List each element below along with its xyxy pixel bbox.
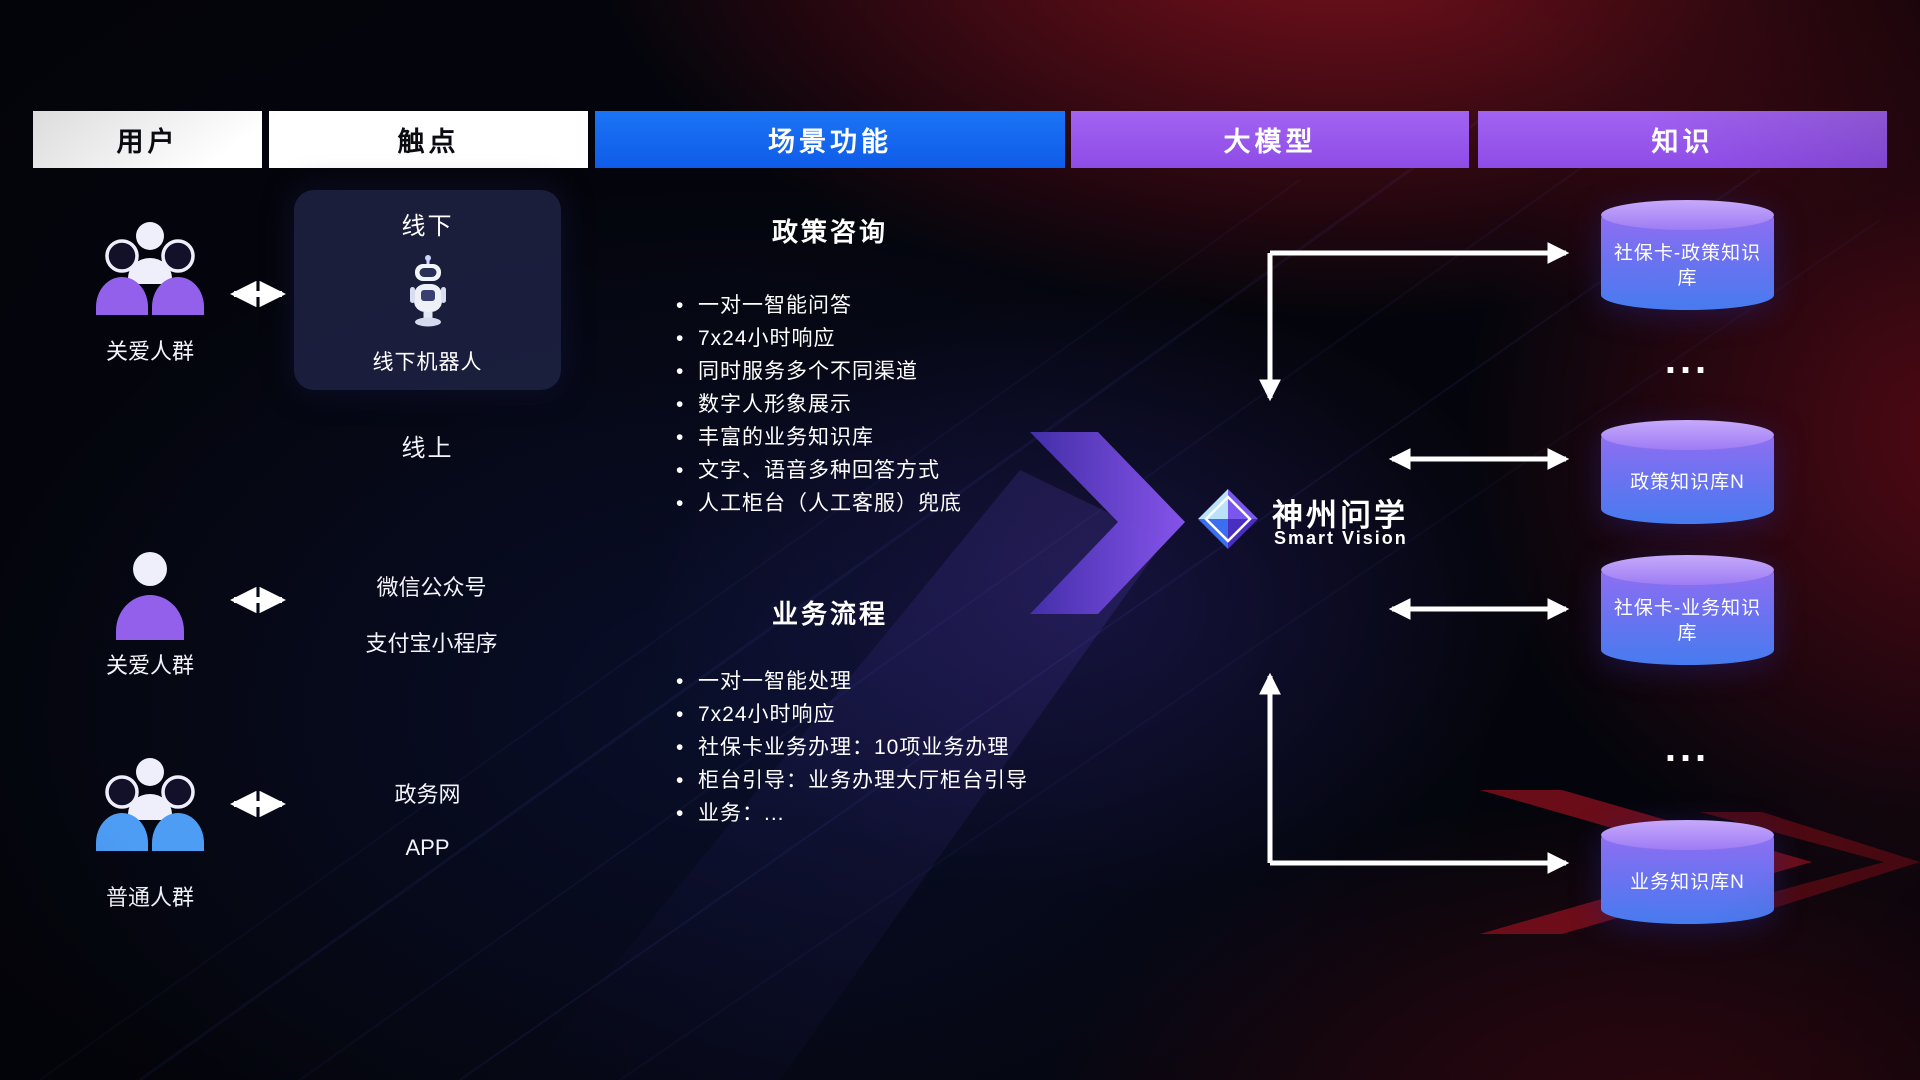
bullet-icon: • — [676, 492, 685, 515]
ellipsis-more-databases: ... — [1664, 338, 1711, 382]
header-label: 场景功能 — [768, 127, 892, 157]
list-item-text: 柜台引导：业务办理大厅柜台引导 — [698, 769, 1028, 792]
channel-app: APP — [405, 835, 450, 860]
bullet-icon: • — [676, 703, 685, 726]
bullet-icon: • — [676, 802, 685, 825]
list-item: • 社保卡业务办理：10项业务办理 — [676, 731, 1028, 764]
model-name: 神州问学 — [1272, 498, 1408, 533]
robot-icon — [407, 254, 449, 333]
channel-wechat: 微信公众号 — [376, 575, 487, 600]
user-group-label: 关爱人群 — [105, 339, 194, 364]
header-cell-touchpoints: 触点 — [269, 111, 588, 168]
database-social-policy: 社保卡-政策知识库 — [1601, 200, 1774, 310]
list-item-text: 7x24小时响应 — [698, 327, 836, 350]
header-label: 知识 — [1651, 127, 1714, 157]
list-item-text: 社保卡业务办理：10项业务办理 — [698, 736, 1010, 759]
database-business-n: 业务知识库N — [1601, 820, 1774, 924]
group-people-blue-icon — [88, 752, 212, 861]
database-cylinder-top — [1601, 820, 1774, 850]
list-item: • 丰富的业务知识库 — [676, 421, 962, 454]
bullet-icon: • — [676, 459, 685, 482]
list-item-text: 一对一智能处理 — [698, 670, 852, 693]
model-subtitle: Smart Vision — [1274, 528, 1408, 548]
header-cell-users: 用户 — [33, 111, 262, 168]
database-policy-n: 政策知识库N — [1601, 420, 1774, 524]
list-item: • 一对一智能问答 — [676, 289, 962, 322]
channel-alipay: 支付宝小程序 — [365, 631, 498, 656]
database-label: 社保卡-业务知识库 — [1613, 597, 1762, 644]
list-item: • 7x24小时响应 — [676, 322, 962, 355]
header-cell-knowledge: 知识 — [1478, 111, 1887, 168]
list-item-text: 数字人形象展示 — [698, 393, 852, 416]
smart-vision-logo-icon — [1196, 487, 1260, 556]
database-cylinder-top — [1601, 200, 1774, 230]
offline-touchpoint-card: 线下 线下机器人 — [294, 190, 561, 390]
bullet-icon: • — [676, 294, 685, 317]
list-item-text: 一对一智能问答 — [698, 294, 852, 317]
group-people-purple-icon — [88, 216, 212, 325]
offline-title: 线下 — [401, 213, 454, 240]
header-cell-scenarios: 场景功能 — [595, 111, 1065, 168]
list-item: • 文字、语音多种回答方式 — [676, 454, 962, 487]
header-cell-llm: 大模型 — [1071, 111, 1469, 168]
list-item: • 同时服务多个不同渠道 — [676, 355, 962, 388]
list-item: • 柜台引导：业务办理大厅柜台引导 — [676, 764, 1028, 797]
flow-arrow-purple — [1030, 432, 1185, 614]
scenario-title-business: 业务流程 — [771, 599, 888, 629]
offline-robot-label: 线下机器人 — [372, 351, 483, 374]
list-item: • 7x24小时响应 — [676, 698, 1028, 731]
database-cylinder-top — [1601, 420, 1774, 450]
bullet-icon: • — [676, 736, 685, 759]
bullet-icon: • — [676, 393, 685, 416]
header-label: 大模型 — [1223, 127, 1317, 157]
list-item-text: 同时服务多个不同渠道 — [698, 360, 918, 383]
bullet-icon: • — [676, 670, 685, 693]
database-label: 业务知识库N — [1630, 872, 1745, 894]
database-label: 社保卡-政策知识库 — [1613, 242, 1762, 289]
single-person-purple-icon — [110, 546, 190, 645]
online-title: 线上 — [401, 435, 454, 462]
list-item: • 业务：... — [676, 797, 1028, 830]
bullet-icon: • — [676, 426, 685, 449]
list-item-text: 人工柜台（人工客服）兜底 — [698, 492, 962, 515]
business-feature-list: • 一对一智能处理 • 7x24小时响应 • 社保卡业务办理：10项业务办理 • 柜台引… — [676, 665, 1028, 830]
list-item: • 人工柜台（人工客服）兜底 — [676, 487, 962, 520]
bullet-icon: • — [676, 360, 685, 383]
database-social-business: 社保卡-业务知识库 — [1601, 555, 1774, 665]
list-item-text: 业务：... — [698, 802, 785, 825]
database-label: 政策知识库N — [1630, 472, 1745, 494]
list-item-text: 文字、语音多种回答方式 — [698, 459, 940, 482]
policy-feature-list: •一对一智能问答 •7x24小时响应 •同时服务多个不同渠道 •数字人形象展示 … — [676, 289, 962, 520]
channel-gov-web: 政务网 — [394, 782, 461, 807]
ellipsis-more-databases: ... — [1664, 726, 1711, 770]
user-group-label: 关爱人群 — [105, 653, 194, 678]
scenario-title-policy: 政策咨询 — [771, 217, 888, 247]
list-item: • 一对一智能处理 — [676, 665, 1028, 698]
database-cylinder-top — [1601, 555, 1774, 585]
user-group-label: 普通人群 — [105, 885, 194, 910]
bullet-icon: • — [676, 769, 685, 792]
list-item-text: 丰富的业务知识库 — [698, 426, 874, 449]
list-item: • 数字人形象展示 — [676, 388, 962, 421]
bullet-icon: • — [676, 327, 685, 350]
header-label: 用户 — [116, 127, 179, 157]
list-item-text: 7x24小时响应 — [698, 703, 836, 726]
header-label: 触点 — [397, 127, 460, 157]
